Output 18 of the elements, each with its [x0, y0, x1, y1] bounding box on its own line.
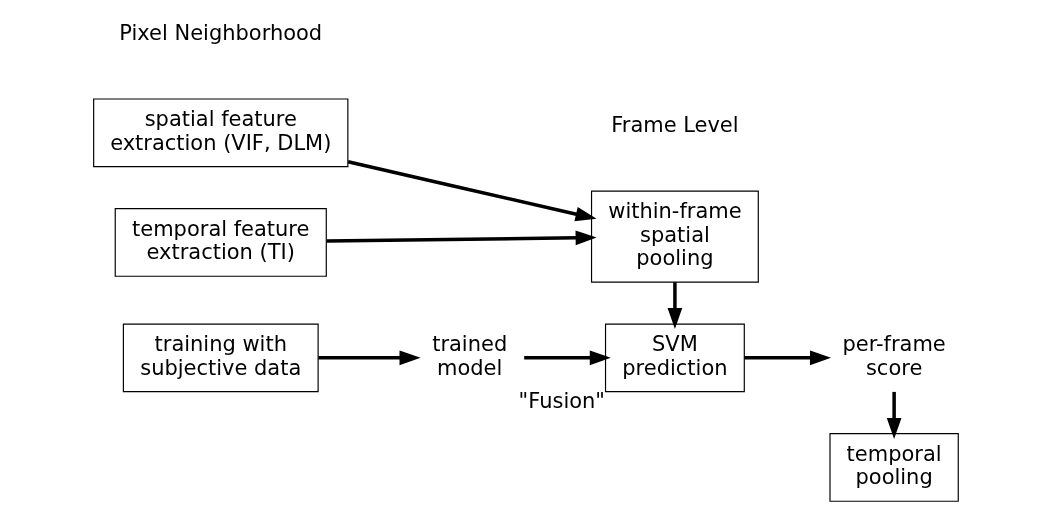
label: Pixel Neighborhood — [118, 21, 322, 46]
arrow — [326, 230, 597, 246]
node-box: temporal pooling — [828, 433, 959, 502]
node-text: trained model — [431, 332, 507, 380]
arrow — [667, 282, 682, 330]
node-box: temporal feature extraction (TI) — [114, 208, 327, 277]
arrow — [523, 350, 611, 366]
arrow — [743, 350, 831, 366]
node-box: SVM prediction — [604, 323, 745, 393]
node-box: within-frame spatial pooling — [590, 190, 759, 283]
arrow — [347, 160, 597, 222]
label: Frame Level — [610, 113, 739, 138]
arrow — [886, 391, 901, 439]
node-text: per-frame score — [842, 332, 946, 380]
node-box: training with subjective data — [122, 323, 319, 393]
node-box: spatial feature extraction (VIF, DLM) — [92, 98, 348, 168]
node-label: "Fusion" — [518, 389, 605, 414]
arrow — [317, 350, 421, 366]
